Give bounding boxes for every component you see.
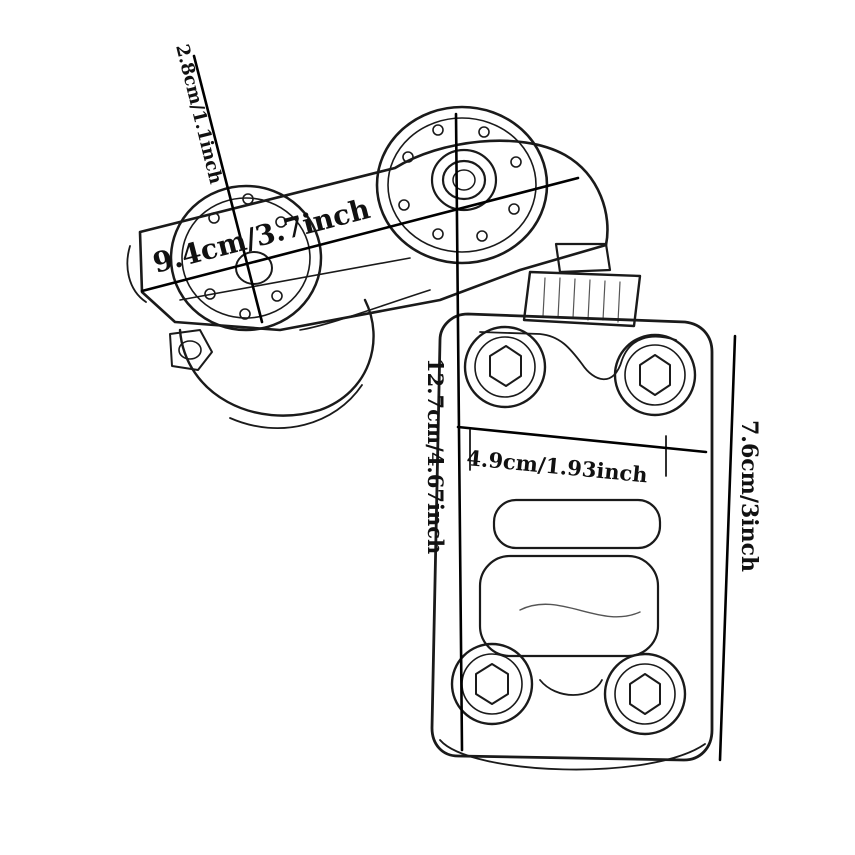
dim-line-plate-height [454, 112, 464, 752]
dim-line-plate-side [718, 334, 737, 762]
label-plate-side: 7.6cm/3inch [736, 420, 762, 572]
foot-plate [430, 312, 714, 771]
left-joint [169, 184, 375, 430]
product-sketch [126, 105, 714, 771]
dim-line-arm-length [140, 176, 580, 293]
dim-line-plate-width [456, 425, 708, 454]
label-arm-width: 2.8cm/1.1inch [171, 42, 226, 186]
label-arm-length: 9.4cm/3.7inch [149, 192, 373, 280]
dimension-lines [140, 54, 737, 762]
right-joint [375, 105, 642, 328]
dim-line-arm-width [192, 54, 264, 324]
label-plate-height: 12.7cm/4.67inch [423, 358, 448, 554]
label-plate-width: 4.9cm/1.93inch [466, 445, 649, 487]
